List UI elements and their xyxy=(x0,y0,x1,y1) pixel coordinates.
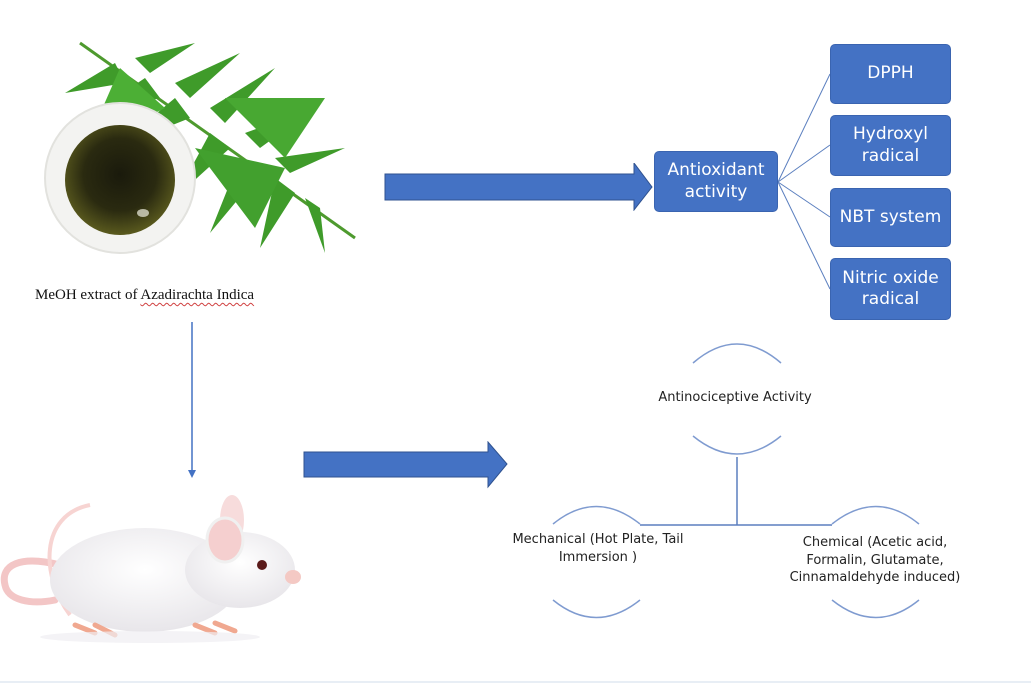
arc-chem-bottom xyxy=(831,599,920,619)
arc-chem-top xyxy=(831,505,920,525)
connector-dpph xyxy=(777,73,831,183)
branch-label: Chemical (Acetic acid, Formalin, Glutama… xyxy=(789,535,961,586)
antinociceptive-title: Antinociceptive Activity xyxy=(658,390,812,405)
mouse-image xyxy=(0,495,301,643)
assay-label: NBT system xyxy=(839,206,942,227)
arc-antinoc-top xyxy=(692,343,782,364)
branch-label: Mechanical (Hot Plate, Tail Immersion ) xyxy=(512,532,684,565)
assay-label: Hydroxyl radical xyxy=(853,124,928,166)
arrow-to-antioxidant xyxy=(384,163,653,211)
assay-label: DPPH xyxy=(867,63,914,84)
mechanical-branch-label: Mechanical (Hot Plate, Tail Immersion ) xyxy=(488,531,708,566)
extract-bowl-icon xyxy=(44,102,196,254)
connector-hydroxyl xyxy=(777,144,831,183)
connector-nbt xyxy=(777,181,831,218)
down-arrow-icon xyxy=(188,322,196,478)
mouse-tail-icon xyxy=(0,557,64,606)
extract-label-prefix: MeOH extract of xyxy=(35,287,141,303)
assay-label: Nitric oxide radical xyxy=(842,267,939,309)
connector-nitric xyxy=(777,181,831,290)
assay-box-dpph: DPPH xyxy=(830,44,951,104)
chemical-branch-label: Chemical (Acetic acid, Formalin, Glutama… xyxy=(765,534,985,587)
antioxidant-activity-box: Antioxidant activity xyxy=(654,151,778,212)
arc-antinoc-bottom xyxy=(692,435,782,455)
neem-extract-image xyxy=(44,41,356,254)
arrow-to-antinociceptive xyxy=(303,441,508,489)
extract-label: MeOH extract of Azadirachta Indica xyxy=(35,287,254,304)
assay-box-hydroxyl: Hydroxyl radical xyxy=(830,115,951,176)
bottom-divider xyxy=(0,681,1031,683)
assay-box-nbt: NBT system xyxy=(830,188,951,247)
arc-mech-top xyxy=(552,505,641,525)
species-name: Azadirachta Indica xyxy=(140,287,255,303)
assay-box-nitric-oxide: Nitric oxide radical xyxy=(830,258,951,320)
antioxidant-title: Antioxidant activity xyxy=(667,160,765,202)
arc-mech-bottom xyxy=(552,599,641,619)
